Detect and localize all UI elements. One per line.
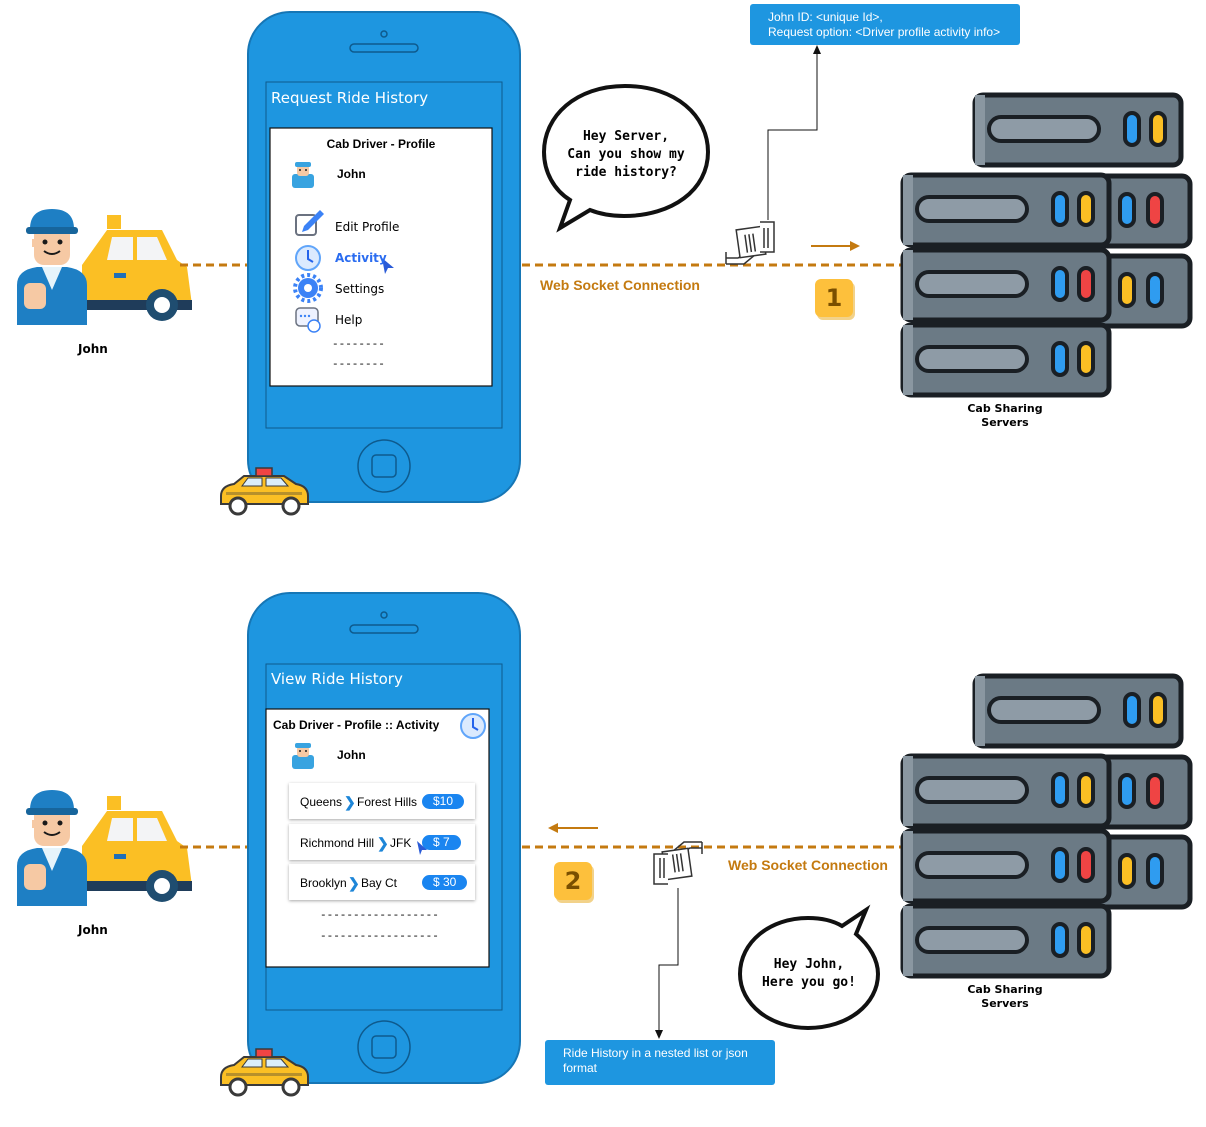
user-name: John bbox=[337, 748, 366, 762]
chevron-right-icon: ❯ bbox=[348, 875, 360, 891]
page-title: View Ride History bbox=[271, 670, 403, 688]
card-title: Cab Driver - Profile :: Activity bbox=[273, 718, 440, 732]
ride-history-item[interactable]: Richmond Hill ❯ JFK $ 7 bbox=[289, 824, 475, 860]
placeholder-dashes: ------------------ bbox=[320, 910, 439, 922]
server-label-bottom: Cab Sharing Servers bbox=[955, 983, 1055, 1011]
menu-item-help[interactable]: Help bbox=[335, 313, 363, 327]
placeholder-dashes: -------- bbox=[332, 359, 385, 371]
speech-text-top: Hey Server, Can you show my ride history… bbox=[552, 128, 700, 182]
note-line: John ID: <unique Id>, bbox=[768, 10, 883, 24]
ride-to: Bay Ct bbox=[361, 876, 398, 890]
cursor-icon bbox=[382, 258, 394, 274]
speech-line: Hey John, bbox=[773, 957, 845, 972]
step-badge-1: 1 bbox=[815, 279, 853, 317]
note-line: Ride History in a nested list or json bbox=[563, 1046, 748, 1060]
request-arrow bbox=[811, 241, 860, 251]
server-label-line: Cab Sharing bbox=[967, 402, 1043, 415]
note-arrowhead-bottom bbox=[655, 1030, 663, 1039]
activity-icon bbox=[295, 245, 321, 271]
note-connector-bottom bbox=[658, 888, 679, 1032]
placeholder-dashes: ------------------ bbox=[320, 931, 439, 943]
server-label-line: Servers bbox=[981, 416, 1029, 429]
card-title: Cab Driver - Profile bbox=[326, 137, 436, 151]
speech-line: ride history? bbox=[575, 165, 677, 180]
menu-item-settings[interactable]: Settings bbox=[335, 282, 385, 296]
response-note: Ride History in a nested list or json fo… bbox=[545, 1040, 775, 1085]
driver-avatar-bottom bbox=[15, 788, 194, 908]
fare-badge: $ 7 bbox=[422, 835, 461, 850]
chevron-right-icon: ❯ bbox=[377, 835, 389, 851]
server-label-line: Servers bbox=[981, 997, 1029, 1010]
menu-item-edit-profile[interactable]: Edit Profile bbox=[335, 220, 400, 234]
placeholder-dashes: -------- bbox=[332, 339, 385, 351]
note-line: Request option: <Driver profile activity… bbox=[768, 25, 1001, 39]
page-title: Request Ride History bbox=[271, 89, 429, 107]
ride-to: JFK bbox=[390, 836, 412, 850]
request-note: John ID: <unique Id>, Request option: <D… bbox=[750, 4, 1020, 45]
ride-history-item[interactable]: Queens ❯ Forest Hills $10 bbox=[289, 783, 475, 819]
ride-to: Forest Hills bbox=[357, 795, 418, 809]
connection-label-top: Web Socket Connection bbox=[540, 277, 700, 293]
note-connector-top bbox=[767, 52, 818, 220]
speech-line: Here you go! bbox=[762, 975, 856, 990]
avatar bbox=[292, 743, 314, 769]
user-name: John bbox=[337, 167, 366, 181]
step-badge-2: 2 bbox=[554, 862, 592, 900]
activity-icon bbox=[460, 713, 486, 739]
server-stack-top bbox=[903, 95, 1193, 395]
ride-history-item[interactable]: Brooklyn ❯ Bay Ct $ 30 bbox=[289, 864, 475, 900]
ride-from: Queens bbox=[300, 795, 343, 809]
ride-from: Richmond Hill bbox=[300, 836, 375, 850]
user-label-bottom: John bbox=[78, 923, 108, 937]
server-stack-bottom bbox=[903, 676, 1193, 976]
cursor-icon bbox=[417, 841, 427, 855]
speech-line: Can you show my bbox=[567, 147, 685, 162]
server-label-top: Cab Sharing Servers bbox=[955, 402, 1055, 430]
speech-text-bottom: Hey John, Here you go! bbox=[748, 956, 870, 992]
speech-line: Hey Server, bbox=[582, 129, 670, 144]
connection-label-bottom: Web Socket Connection bbox=[728, 857, 888, 873]
driver-avatar-top bbox=[15, 207, 194, 327]
edit-profile-icon bbox=[295, 210, 324, 236]
gear-icon bbox=[293, 273, 323, 303]
avatar bbox=[292, 162, 314, 188]
speech-bubble-bottom bbox=[737, 904, 881, 1031]
server-label-line: Cab Sharing bbox=[967, 983, 1043, 996]
data-handoff-icon-top bbox=[725, 221, 775, 265]
fare-badge: $ 30 bbox=[422, 875, 468, 890]
help-chat-icon bbox=[295, 307, 321, 333]
ride-from: Brooklyn bbox=[300, 876, 347, 890]
chevron-right-icon: ❯ bbox=[344, 794, 356, 810]
fare-badge: $10 bbox=[422, 794, 465, 809]
menu-item-activity[interactable]: Activity bbox=[335, 251, 387, 265]
note-line: format bbox=[563, 1061, 598, 1075]
user-label-top: John bbox=[78, 342, 108, 356]
response-arrow bbox=[548, 823, 598, 833]
speech-bubble-top bbox=[541, 83, 711, 233]
note-arrowhead-top bbox=[813, 45, 821, 54]
